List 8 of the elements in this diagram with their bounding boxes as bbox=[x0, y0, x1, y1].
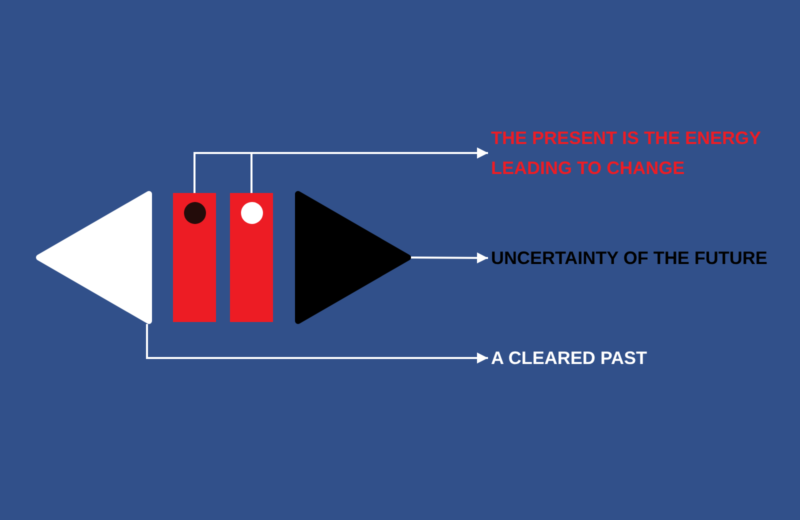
vertical-bar bbox=[173, 193, 216, 322]
annotation-text: THE PRESENT IS THE ENERGY LEADING TO CHANGE bbox=[491, 123, 776, 183]
annotation-text: A CLEARED PAST bbox=[491, 343, 648, 373]
vertical-bar bbox=[230, 193, 273, 322]
annotation-text: UNCERTAINTY OF THE FUTURE bbox=[491, 243, 768, 273]
arrow bbox=[411, 252, 488, 264]
arrow bbox=[146, 324, 488, 364]
arrow bbox=[250, 148, 488, 193]
